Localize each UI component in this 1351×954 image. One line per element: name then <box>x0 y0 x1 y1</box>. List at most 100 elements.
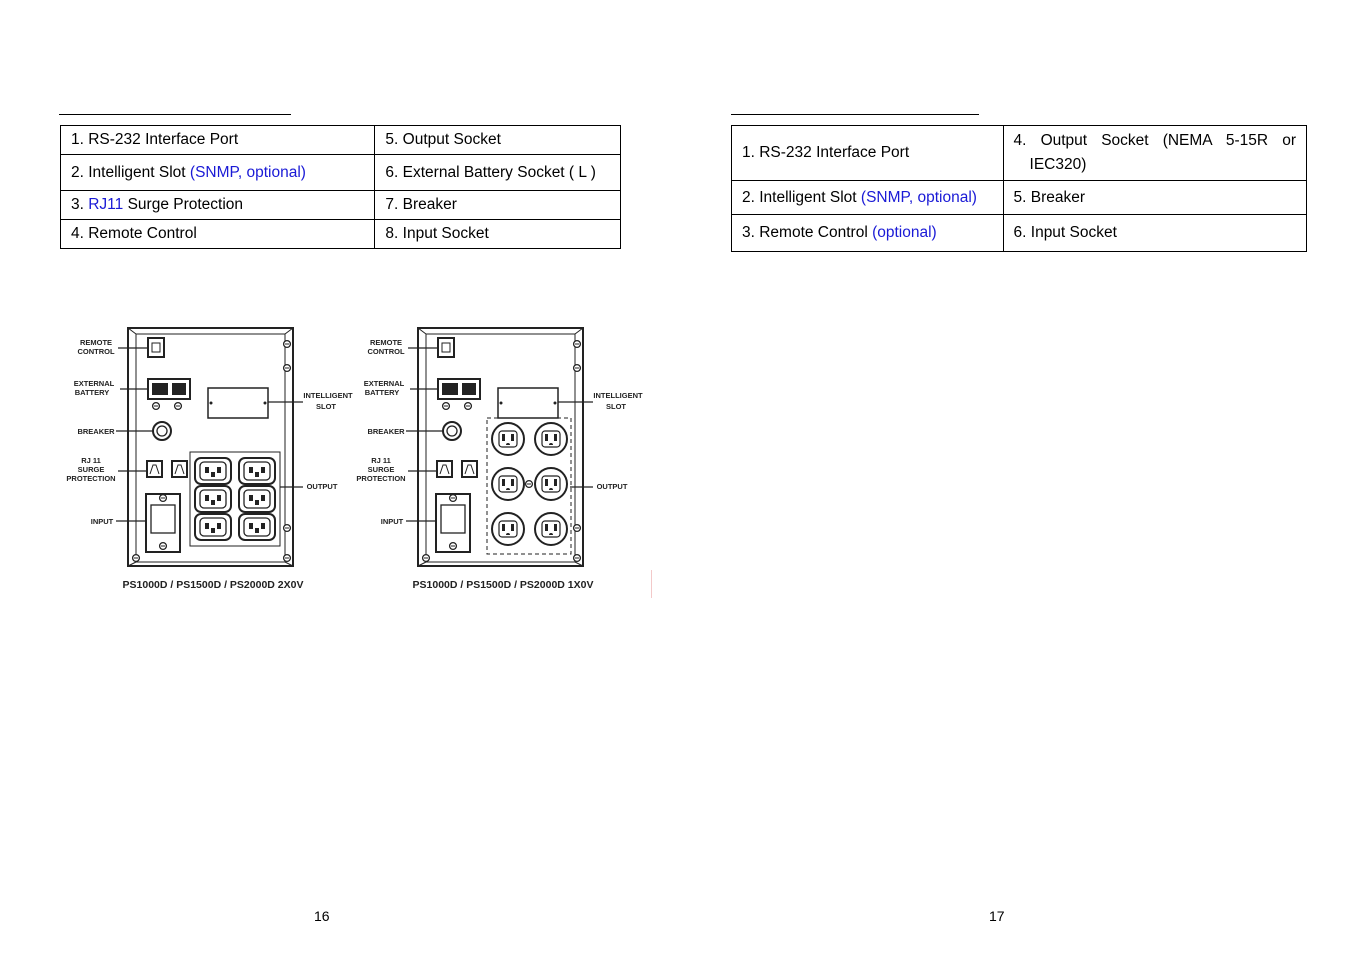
socket-pin <box>545 479 548 486</box>
table-cell: 3. RJ11 Surge Protection <box>59 190 376 220</box>
socket-ground <box>549 443 553 445</box>
bevel <box>127 561 137 567</box>
socket-ground <box>506 488 510 490</box>
bevel <box>284 561 294 567</box>
label-slot: SLOT <box>316 402 336 411</box>
remote-port-icon <box>147 337 165 358</box>
cabinet-inner <box>425 333 576 563</box>
page-number-left: 16 <box>314 908 330 924</box>
socket-pin <box>261 523 265 529</box>
rj11-port-icon <box>146 460 163 478</box>
table-cell: 2. Intelligent Slot (SNMP, optional) <box>59 154 376 191</box>
socket-pin <box>255 472 259 477</box>
cabinet-inner <box>135 333 286 563</box>
socket-pin <box>511 434 514 441</box>
figure-edge-mark <box>651 570 652 598</box>
rj11-port-icon <box>171 460 188 478</box>
label-rj11: SURGE <box>368 465 395 474</box>
label-output: OUTPUT <box>597 482 628 491</box>
page-number-right: 17 <box>989 908 1005 924</box>
socket-pin <box>261 467 265 473</box>
socket-pin <box>249 523 253 529</box>
socket-pin <box>511 524 514 531</box>
breaker-button <box>446 425 458 437</box>
highlight-text: (SNMP, optional) <box>860 188 977 206</box>
right-cell-output-line2: IEC320) <box>1029 156 1087 173</box>
socket-pin <box>554 434 557 441</box>
intelligent-slot-icon <box>497 387 559 419</box>
table-cell: 4. Remote Control <box>59 219 376 249</box>
table-cell: 5. Output Socket <box>374 125 621 155</box>
socket-pin <box>211 528 215 533</box>
socket-ground <box>506 533 510 535</box>
label-battery: EXTERNAL <box>74 379 115 388</box>
rj11-port-inner <box>174 464 185 475</box>
socket-pin <box>249 467 253 473</box>
bevel <box>417 327 427 335</box>
socket-pin <box>205 495 209 501</box>
table-cell: 1. RS-232 Interface Port <box>59 125 376 155</box>
output-group <box>486 417 572 555</box>
figure-caption: PS1000D / PS1500D / PS2000D 1X0V <box>413 579 594 591</box>
label-remote: CONTROL <box>367 347 404 356</box>
remote-port-inner <box>441 342 451 353</box>
battery-pin <box>462 383 476 395</box>
output-group <box>189 451 281 547</box>
socket-pin <box>255 528 259 533</box>
label-rj11: PROTECTION <box>356 474 405 483</box>
label-slot: INTELLIGENT <box>303 391 353 400</box>
socket-pin <box>554 479 557 486</box>
label-battery: BATTERY <box>365 388 400 397</box>
table-cell: 7. Breaker <box>374 190 621 220</box>
iec-socket-inner <box>199 461 227 481</box>
bevel <box>574 327 584 335</box>
rj11-port-inner <box>464 464 475 475</box>
label-remote: REMOTE <box>370 338 402 347</box>
remote-port-inner <box>151 342 161 353</box>
left-heading-rule <box>59 114 291 115</box>
right-cell-rs232: 1. RS-232 Interface Port <box>731 125 1004 181</box>
label-remote: REMOTE <box>80 338 112 347</box>
bevel <box>417 561 427 567</box>
figure-caption: PS1000D / PS1500D / PS2000D 2X0V <box>123 579 304 591</box>
table-cell: 6. External Battery Socket ( L ) <box>374 154 621 191</box>
socket-ground <box>549 488 553 490</box>
socket-pin <box>205 523 209 529</box>
slot-screw <box>209 401 213 405</box>
socket-pin <box>502 524 505 531</box>
socket-ground <box>549 533 553 535</box>
right-cell-intelligent-slot: 2. Intelligent Slot (SNMP, optional) <box>731 180 1004 215</box>
socket-pin <box>205 467 209 473</box>
input-socket-inner <box>150 504 176 534</box>
slot-screw <box>499 401 503 405</box>
rj11-port-inner <box>149 464 160 475</box>
iec-socket-inner <box>243 517 271 537</box>
socket-pin <box>545 434 548 441</box>
label-rj11: RJ 11 <box>81 456 101 465</box>
socket-pin <box>545 524 548 531</box>
label-rj11: PROTECTION <box>66 474 115 483</box>
right-cell-input-socket: 6. Input Socket <box>1002 214 1308 252</box>
iec-socket-inner <box>243 489 271 509</box>
label-breaker: BREAKER <box>367 427 405 436</box>
label-slot: INTELLIGENT <box>593 391 643 400</box>
iec-socket-inner <box>199 489 227 509</box>
socket-pin <box>502 434 505 441</box>
socket-pin <box>249 495 253 501</box>
intelligent-slot-icon <box>207 387 269 419</box>
slot-screw <box>263 401 267 405</box>
label-remote: CONTROL <box>77 347 114 356</box>
highlight-text: RJ11 <box>88 196 124 213</box>
breaker-button <box>156 425 168 437</box>
socket-pin <box>211 500 215 505</box>
socket-pin <box>261 495 265 501</box>
bevel <box>127 327 137 335</box>
battery-pin <box>172 383 186 395</box>
label-battery: BATTERY <box>75 388 110 397</box>
right-heading-rule <box>731 114 979 115</box>
label-battery: EXTERNAL <box>364 379 405 388</box>
socket-pin <box>554 524 557 531</box>
